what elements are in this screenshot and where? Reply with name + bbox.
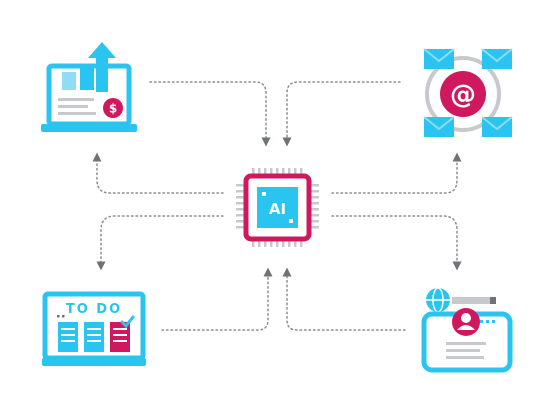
analytics-laptop-icon: $ <box>41 42 137 132</box>
envelope-icon <box>423 116 455 137</box>
finance-symbol: $ <box>109 102 117 116</box>
chip-label: AI <box>269 200 286 218</box>
email-symbol: @ <box>450 80 476 110</box>
connector-email-to-chip <box>282 81 401 147</box>
ai-chip-icon: AI <box>236 168 319 247</box>
connector-profile-to-chip <box>282 267 406 331</box>
envelope-icon <box>481 116 513 137</box>
connector-laptop-to-chip <box>149 81 271 147</box>
checkmark-icon <box>120 315 135 329</box>
envelope-icon <box>423 48 455 69</box>
connector-chip-to-laptop <box>92 152 224 194</box>
connector-chip-to-profile <box>331 215 462 271</box>
profile-web-icon <box>421 287 513 373</box>
connector-chip-to-email <box>331 152 462 194</box>
email-network-icon: @ <box>423 48 513 137</box>
envelope-icon <box>481 48 513 69</box>
globe-icon <box>426 287 450 313</box>
todo-label: TO DO <box>66 302 122 317</box>
connector-chip-to-todo <box>96 215 224 271</box>
avatar-icon <box>452 308 480 336</box>
connectors <box>92 81 462 331</box>
connector-todo-to-chip <box>161 267 273 331</box>
todo-board-icon: TO DO <box>42 291 146 366</box>
